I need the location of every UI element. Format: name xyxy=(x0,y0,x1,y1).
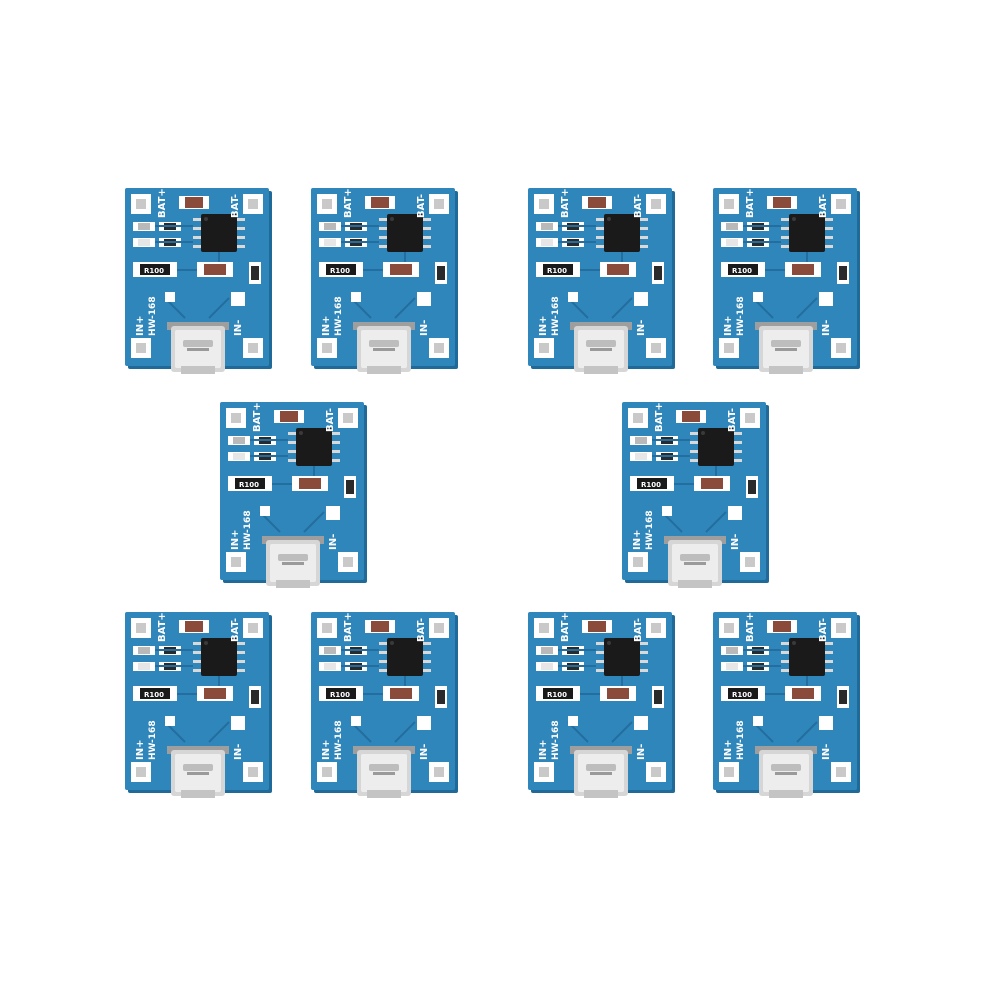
label-model: HW-168 xyxy=(334,296,344,336)
label-bat-plus: BAT+ xyxy=(745,188,756,218)
label-model: HW-168 xyxy=(148,296,158,336)
label-in-plus: IN+ xyxy=(321,740,332,760)
label-in-minus: IN- xyxy=(419,744,430,760)
label-resistor-code: R100 xyxy=(144,691,164,699)
label-resistor-code: R100 xyxy=(641,481,661,489)
label-bat-minus: BAT- xyxy=(325,408,336,432)
label-in-plus: IN+ xyxy=(321,316,332,336)
label-resistor-code: R100 xyxy=(239,481,259,489)
label-bat-minus: BAT- xyxy=(416,618,427,642)
label-bat-plus: BAT+ xyxy=(654,402,665,432)
label-bat-minus: BAT- xyxy=(818,194,829,218)
label-model: HW-168 xyxy=(645,510,655,550)
label-in-plus: IN+ xyxy=(723,316,734,336)
label-model: HW-168 xyxy=(551,296,561,336)
label-model: HW-168 xyxy=(243,510,253,550)
label-bat-minus: BAT- xyxy=(633,194,644,218)
label-in-minus: IN- xyxy=(328,534,339,550)
label-in-plus: IN+ xyxy=(538,740,549,760)
label-in-plus: IN+ xyxy=(135,740,146,760)
label-bat-plus: BAT+ xyxy=(157,188,168,218)
label-bat-minus: BAT- xyxy=(230,194,241,218)
label-bat-plus: BAT+ xyxy=(745,612,756,642)
label-bat-minus: BAT- xyxy=(727,408,738,432)
label-bat-minus: BAT- xyxy=(230,618,241,642)
label-resistor-code: R100 xyxy=(330,691,350,699)
label-bat-plus: BAT+ xyxy=(560,188,571,218)
label-model: HW-168 xyxy=(334,720,344,760)
label-in-minus: IN- xyxy=(821,320,832,336)
label-resistor-code: R100 xyxy=(547,691,567,699)
label-bat-plus: BAT+ xyxy=(157,612,168,642)
label-bat-plus: BAT+ xyxy=(343,612,354,642)
label-bat-minus: BAT- xyxy=(818,618,829,642)
label-in-plus: IN+ xyxy=(723,740,734,760)
label-resistor-code: R100 xyxy=(732,691,752,699)
label-model: HW-168 xyxy=(736,720,746,760)
label-in-minus: IN- xyxy=(419,320,430,336)
label-in-plus: IN+ xyxy=(135,316,146,336)
label-in-plus: IN+ xyxy=(538,316,549,336)
label-bat-minus: BAT- xyxy=(416,194,427,218)
label-bat-minus: BAT- xyxy=(633,618,644,642)
label-in-minus: IN- xyxy=(636,744,647,760)
label-in-minus: IN- xyxy=(233,320,244,336)
label-model: HW-168 xyxy=(551,720,561,760)
label-bat-plus: BAT+ xyxy=(560,612,571,642)
label-in-minus: IN- xyxy=(636,320,647,336)
label-bat-plus: BAT+ xyxy=(252,402,263,432)
label-bat-plus: BAT+ xyxy=(343,188,354,218)
label-in-plus: IN+ xyxy=(632,530,643,550)
label-in-plus: IN+ xyxy=(230,530,241,550)
label-resistor-code: R100 xyxy=(732,267,752,275)
label-resistor-code: R100 xyxy=(330,267,350,275)
label-model: HW-168 xyxy=(736,296,746,336)
label-model: HW-168 xyxy=(148,720,158,760)
label-in-minus: IN- xyxy=(233,744,244,760)
label-resistor-code: R100 xyxy=(144,267,164,275)
label-in-minus: IN- xyxy=(821,744,832,760)
label-in-minus: IN- xyxy=(730,534,741,550)
label-resistor-code: R100 xyxy=(547,267,567,275)
